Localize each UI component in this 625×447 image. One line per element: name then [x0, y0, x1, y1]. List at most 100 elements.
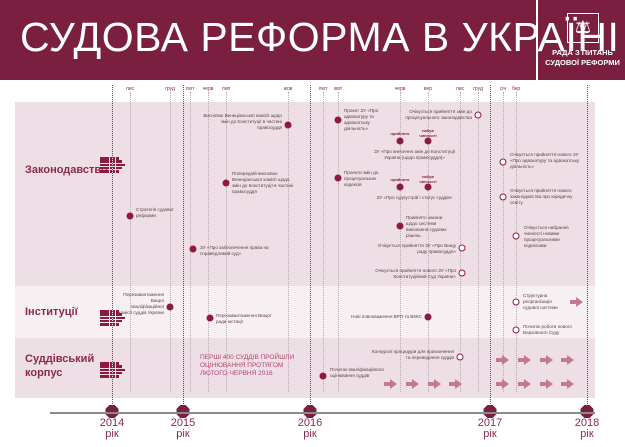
- council-name: РАДА З ПИТАНЬ СУДОВОЇ РЕФОРМИ: [545, 48, 620, 67]
- arrow-icon: [449, 379, 462, 389]
- in-force-dot: [424, 137, 432, 145]
- highlight-text: ПЕРШІ 400 СУДДІВ ПРОЙШЛИ ОЦІНЮВАННЯ ПРОТ…: [200, 354, 295, 377]
- expected-milestone-icon: [512, 326, 520, 334]
- event-text: Стратегія судової реформи: [136, 207, 174, 218]
- milestone-dot: [126, 212, 134, 220]
- milestone-dot: [334, 116, 342, 124]
- arrow-icon: [428, 379, 441, 389]
- expected-milestone-icon: [458, 269, 466, 277]
- event-text: Очікується прийняття нового ЗУ «Про адво…: [510, 152, 580, 169]
- year-marker: [483, 405, 497, 418]
- expected-milestone-icon: [474, 111, 482, 119]
- month-line: [516, 92, 517, 392]
- year-line: [112, 85, 113, 410]
- event-text: Початок кваліфікаційного оцінювання судд…: [330, 367, 385, 378]
- year-line: [490, 85, 491, 410]
- month-label: лис: [125, 86, 135, 92]
- month-label: вер: [423, 86, 433, 92]
- status-adopted: прийнято: [390, 177, 410, 182]
- dotted-arrow-icon: [100, 307, 126, 329]
- event-text: Прийнято закони щодо системи виконання с…: [406, 215, 447, 238]
- arrow-icon: [561, 379, 574, 389]
- month-label: лют: [318, 86, 328, 92]
- adopted-dot: [396, 183, 404, 191]
- expected-milestone-icon: [499, 158, 507, 166]
- month-label: лют: [185, 86, 195, 92]
- month-label: квіт: [333, 86, 343, 92]
- arrow-icon: [384, 379, 397, 389]
- timeline-axis: [50, 412, 595, 414]
- status-in-force: набув чинності: [419, 128, 437, 138]
- year-number: 2015: [170, 417, 196, 429]
- year-number: 2017: [477, 417, 503, 429]
- month-label: черв: [394, 86, 406, 92]
- event-text: Нові повноваження ВРП та ВККС: [351, 314, 422, 319]
- year-number: 2016: [297, 417, 323, 429]
- milestone-dot: [284, 121, 292, 129]
- arrow-icon: [496, 355, 509, 365]
- band-legislation: [15, 102, 595, 286]
- arrow-icon: [540, 379, 553, 389]
- year-number: 2014: [99, 417, 125, 429]
- event-text: ЗУ «Про забезпечення права на справедлив…: [200, 245, 269, 256]
- month-label: січ: [499, 86, 507, 92]
- month-label: груд: [473, 86, 483, 92]
- year-unit: рік: [176, 428, 190, 440]
- milestone-dot: [206, 314, 214, 322]
- expected-milestone-icon: [512, 232, 520, 240]
- month-line: [478, 92, 479, 392]
- event-text: Проекти змін до процесуальних кодексів: [344, 170, 379, 187]
- event-text: Структурна реорганізація судової системи: [523, 293, 558, 310]
- event-text: ЗУ «Про внесення змін до Конституції Укр…: [373, 149, 456, 160]
- header: СУДОВА РЕФОРМА В УКРАЇНІ ⚖ РАДА З ПИТАНЬ…: [0, 0, 625, 80]
- expected-milestone-icon: [458, 244, 466, 252]
- milestone-dot: [166, 303, 174, 311]
- year-marker: [105, 405, 119, 418]
- month-label: груд: [165, 86, 175, 92]
- row-label-judiciary: Суддівський корпус: [25, 353, 95, 379]
- in-force-dot: [424, 183, 432, 191]
- adopted-dot: [396, 137, 404, 145]
- event-text: Початок роботи нового Верховного Суду: [523, 324, 572, 335]
- month-line: [503, 92, 504, 392]
- milestone-dot: [319, 372, 327, 380]
- year-unit: рік: [303, 428, 317, 440]
- month-line: [208, 92, 209, 392]
- milestone-dot: [222, 179, 230, 187]
- year-line: [310, 85, 311, 410]
- scales-icon: ⚖: [567, 13, 599, 43]
- arrow-icon: [406, 379, 419, 389]
- month-line: [460, 92, 461, 392]
- expected-milestone-icon: [456, 353, 464, 361]
- arrow-icon: [496, 379, 509, 389]
- band-judiciary: [15, 338, 595, 398]
- expected-milestone-icon: [499, 193, 507, 201]
- month-line: [323, 92, 324, 392]
- page-title: СУДОВА РЕФОРМА В УКРАЇНІ: [20, 14, 620, 60]
- dotted-arrow-icon: [100, 359, 126, 381]
- year-line: [587, 85, 588, 410]
- event-text: Очікується набрання чинності новими проц…: [524, 225, 569, 248]
- year-unit: рік: [105, 428, 119, 440]
- arrow-icon: [518, 379, 531, 389]
- milestone-dot: [424, 313, 432, 321]
- year-unit: рік: [483, 428, 497, 440]
- event-text: Проект ЗУ «Про адвокатуру та адвокатську…: [344, 108, 379, 131]
- event-text: Очікується прийняття нового ЗУ «Про Конс…: [375, 268, 456, 279]
- year-marker: [303, 405, 317, 418]
- month-line: [170, 92, 171, 392]
- milestone-dot: [334, 174, 342, 182]
- month-label: лип: [221, 86, 231, 92]
- arrow-icon: [570, 297, 583, 307]
- event-text: Очікується прийняття змін до процесуальн…: [405, 109, 472, 120]
- event-text: Конкурсні процедури для призначення та п…: [371, 349, 454, 360]
- event-text: ЗУ «Про судоустрій і статус суддів»: [376, 195, 453, 200]
- event-text: Перезавантаження Вищої кваліфікаційної к…: [118, 292, 164, 315]
- arrow-icon: [540, 355, 553, 365]
- header-divider: [536, 0, 538, 80]
- event-text: Попередній висновок Венеціанської комісі…: [232, 171, 294, 194]
